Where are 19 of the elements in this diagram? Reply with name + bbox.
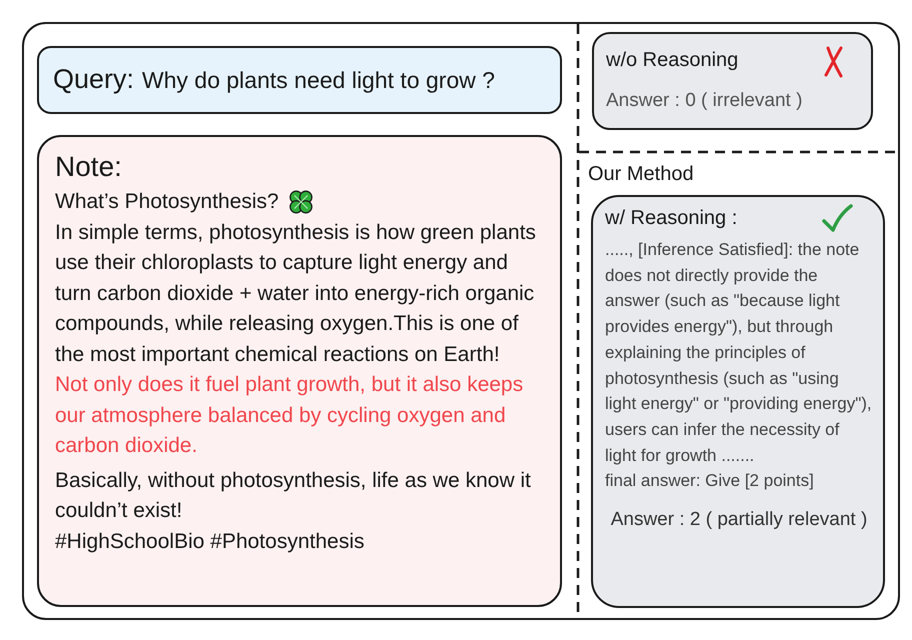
query-panel — [37, 46, 562, 114]
highlighted-paragraph: Not only does it fuel plant growth, but it also keeps our atmosphere balanced by cycling oxygen and carbon dioxide. — [55, 372, 524, 459]
result-card — [592, 32, 873, 130]
result-heading: w/o Reasoning — [606, 48, 738, 73]
note-card — [37, 135, 562, 607]
note-subheading: What’s Photosynthesis? — [55, 189, 279, 215]
answer-text: Answer : 2 ( partially relevant ) — [610, 508, 868, 532]
final-answer-text: final answer: Give [2 points] — [605, 470, 815, 492]
result-card — [591, 195, 885, 608]
query-label: Query: — [53, 63, 134, 96]
section-heading: Our Method — [588, 162, 694, 187]
reasoning-text: ....., [Inference Satisfied]: the note does not directly provide the answer (such as "because light provides energy"), but through explaining the principles of photosynthesis (such as "using light energy" or "providing energy"), users can infer the necessity of light for growth ....... — [605, 239, 873, 467]
note-paragraph: Basically, without photosynthesis, life as we know it couldn’t exist! — [55, 468, 532, 524]
answer-text: Answer : 0 ( irrelevant ) — [606, 89, 804, 113]
note-heading: Note: — [55, 150, 123, 184]
hashtags-text: #HighSchoolBio #Photosynthesis — [55, 528, 366, 554]
question-text: Why do plants need light to grow ? — [142, 66, 495, 95]
result-heading: w/ Reasoning : — [605, 206, 738, 231]
note-paragraph: In simple terms, photosynthesis is how green plants use their chloroplasts to capture light energy and turn carbon dioxide + water into energy-rich organic compounds, while releasing oxygen.This is one of the most important chemical reactions on Earth! — [55, 220, 537, 368]
